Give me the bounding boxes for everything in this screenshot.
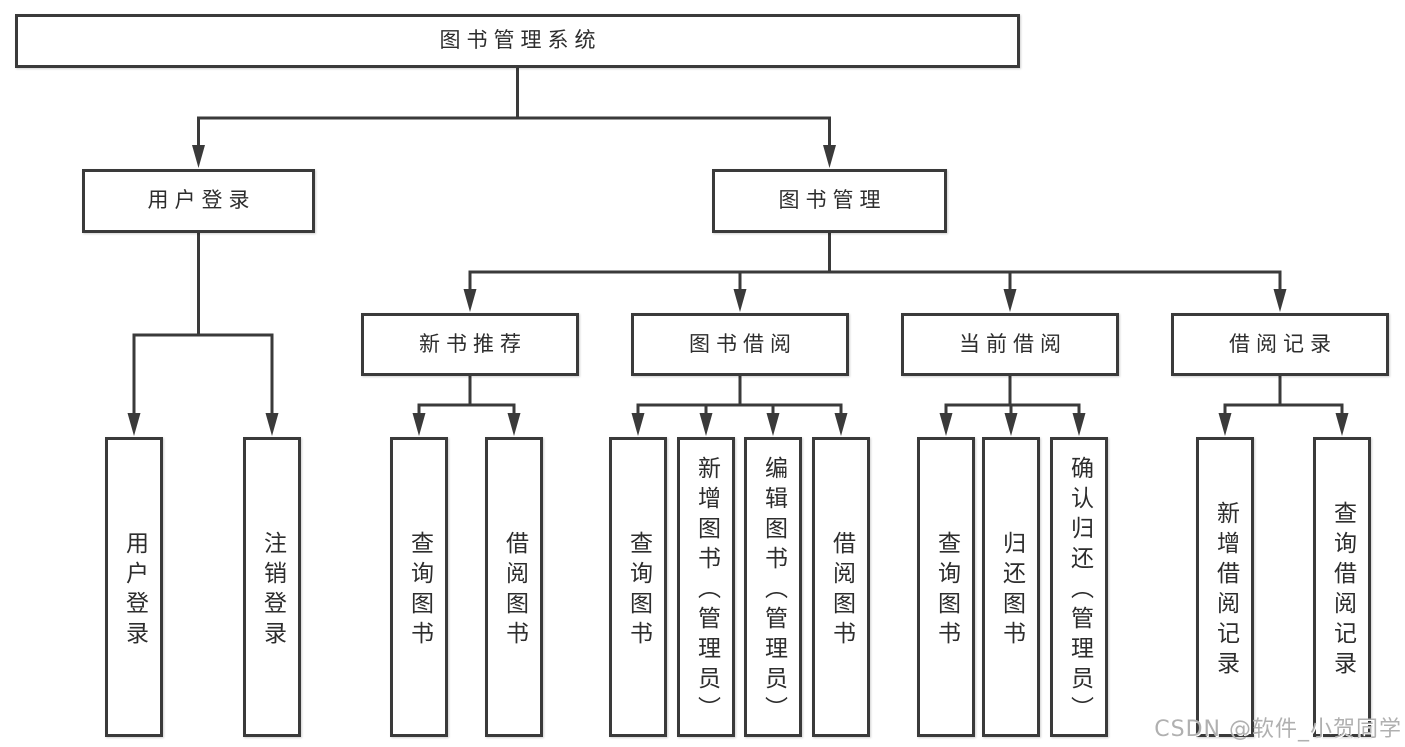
node-label: 注销登录: [259, 530, 286, 651]
node-leaf-cb-query-books: 查询图书: [917, 437, 975, 737]
node-leaf-bb-query-books: 查询图书: [609, 437, 667, 737]
arrow-down-icon: [699, 413, 713, 436]
node-label: 当前借阅: [959, 331, 1067, 356]
node-root: 图书管理系统: [15, 14, 1020, 68]
node-label: 借阅图书: [828, 530, 855, 651]
node-book-mgmt: 图书管理: [712, 169, 947, 233]
arrow-down-icon: [1072, 413, 1086, 436]
node-leaf-cb-confirm-return-admin: 确认归还（管理员）: [1050, 437, 1108, 737]
arrow-down-icon: [1335, 413, 1349, 436]
arrow-down-icon: [823, 145, 836, 168]
node-leaf-user-login: 用户登录: [105, 437, 163, 737]
node-label: 查询图书: [625, 530, 652, 651]
node-leaf-br-add-record: 新增借阅记录: [1196, 437, 1254, 737]
arrow-down-icon: [766, 413, 780, 436]
node-label: 图书管理: [778, 188, 887, 213]
node-leaf-cb-return-books: 归还图书: [982, 437, 1040, 737]
arrow-down-icon: [631, 413, 645, 436]
node-label: 新书推荐: [419, 331, 527, 356]
node-borrow-records: 借阅记录: [1171, 313, 1389, 376]
arrow-down-icon: [412, 413, 426, 436]
node-label: 查询借阅记录: [1329, 500, 1356, 681]
node-new-book-rec: 新书推荐: [361, 313, 579, 376]
node-leaf-br-query-record: 查询借阅记录: [1313, 437, 1371, 737]
node-label: 图书借阅: [689, 331, 797, 356]
node-leaf-rec-query-books: 查询图书: [390, 437, 448, 737]
node-leaf-rec-borrow-books: 借阅图书: [485, 437, 543, 737]
arrow-down-icon: [834, 413, 848, 436]
node-label: 新增借阅记录: [1212, 500, 1239, 681]
arrow-down-icon: [1273, 289, 1287, 312]
arrow-down-icon: [1218, 413, 1232, 436]
node-label: 归还图书: [998, 530, 1025, 651]
node-leaf-bb-edit-books-admin: 编辑图书（管理员）: [744, 437, 802, 737]
node-label: 借阅图书: [501, 530, 528, 651]
node-label: 编辑图书（管理员）: [760, 455, 787, 726]
node-label: 用户登录: [121, 530, 148, 651]
watermark: CSDN @软件_小贺同学: [1154, 717, 1402, 742]
node-label: 查询图书: [406, 530, 433, 651]
arrow-down-icon: [192, 145, 205, 168]
node-label: 确认归还（管理员）: [1066, 455, 1093, 726]
node-label: 图书管理系统: [439, 28, 602, 53]
node-current-borrow: 当前借阅: [901, 313, 1119, 376]
arrow-down-icon: [939, 413, 953, 436]
arrow-down-icon: [507, 413, 521, 436]
arrow-down-icon: [1004, 413, 1018, 436]
arrow-down-icon: [1003, 289, 1017, 312]
node-book-borrow: 图书借阅: [631, 313, 849, 376]
node-leaf-logout: 注销登录: [243, 437, 301, 737]
node-label: 查询图书: [933, 530, 960, 651]
node-leaf-bb-borrow-books: 借阅图书: [812, 437, 870, 737]
arrow-down-icon: [265, 413, 279, 436]
arrow-down-icon: [463, 289, 477, 312]
node-user-login: 用户登录: [82, 169, 315, 233]
node-label: 新增图书（管理员）: [693, 455, 720, 726]
node-label: 借阅记录: [1229, 331, 1337, 356]
arrow-down-icon: [127, 413, 141, 436]
arrow-down-icon: [733, 289, 747, 312]
node-label: 用户登录: [147, 188, 256, 213]
node-leaf-bb-add-books-admin: 新增图书（管理员）: [677, 437, 735, 737]
